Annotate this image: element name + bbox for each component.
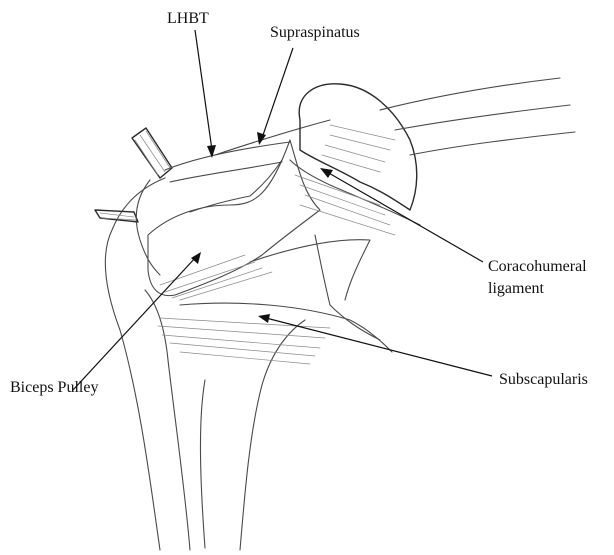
- arrow-lhbt: [195, 30, 216, 158]
- coracohumeral-fibers: [295, 175, 395, 235]
- label-supraspinatus: Supraspinatus: [270, 23, 360, 43]
- arrow-coracohumeral: [320, 168, 483, 262]
- muscle-band-1: [380, 78, 560, 110]
- humerus-shaft-inner: [145, 290, 190, 550]
- tendon-stump-lower: [95, 210, 138, 222]
- lhbt-band-upper: [165, 142, 290, 170]
- arrow-subscapularis: [258, 314, 492, 376]
- lhbt-band-lower: [170, 162, 282, 182]
- arrow-biceps-pulley: [73, 252, 201, 390]
- label-lhbt: LHBT: [167, 9, 209, 29]
- muscle-band-2: [395, 105, 570, 130]
- label-biceps-pulley: Biceps Pulley: [10, 378, 98, 398]
- shaft-line-b: [200, 380, 205, 548]
- arrow-supraspinatus: [257, 48, 293, 145]
- subscapularis-lower: [180, 303, 392, 352]
- label-subscapularis: Subscapularis: [499, 370, 588, 390]
- label-coracohumeral-line1: Coracohumeral: [488, 257, 587, 277]
- supraspinatus-band-top: [215, 120, 330, 155]
- coracohumeral-ligament: [290, 160, 420, 225]
- humerus-outline: [105, 178, 165, 550]
- coracoid-hatch: [322, 125, 395, 172]
- muscle-band-3: [410, 132, 575, 155]
- subscapularis-upper: [250, 240, 370, 300]
- subscapularis-fibers: [158, 318, 330, 364]
- label-coracohumeral-line2: ligament: [488, 279, 544, 299]
- subscapularis-edge: [315, 235, 380, 340]
